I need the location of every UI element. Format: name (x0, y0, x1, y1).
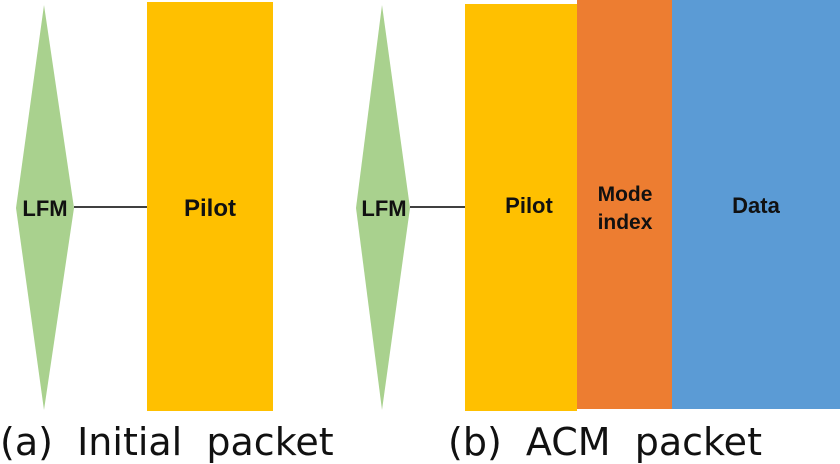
lfm-diamond-a (16, 5, 74, 410)
lfm-label-b: LFM (361, 196, 406, 221)
mode-label-line1: Mode (598, 183, 653, 206)
lfm-diamond-b (356, 5, 410, 410)
pilot-block-b (465, 4, 577, 411)
lfm-label-a: LFM (22, 196, 67, 221)
data-label: Data (732, 193, 780, 218)
pilot-block-a (147, 2, 273, 411)
data-block (672, 0, 840, 409)
pilot-label-a: Pilot (184, 195, 236, 222)
panel-b-acm-packet: LFM Pilot Mode index Data (356, 0, 840, 411)
mode-index-block (577, 0, 672, 409)
caption-a: (a) Initial packet (0, 420, 334, 464)
panel-a-initial-packet: LFM Pilot (16, 2, 273, 411)
caption-b: (b) ACM packet (448, 420, 762, 464)
mode-label-line2: index (598, 211, 653, 234)
pilot-label-b: Pilot (505, 193, 553, 218)
